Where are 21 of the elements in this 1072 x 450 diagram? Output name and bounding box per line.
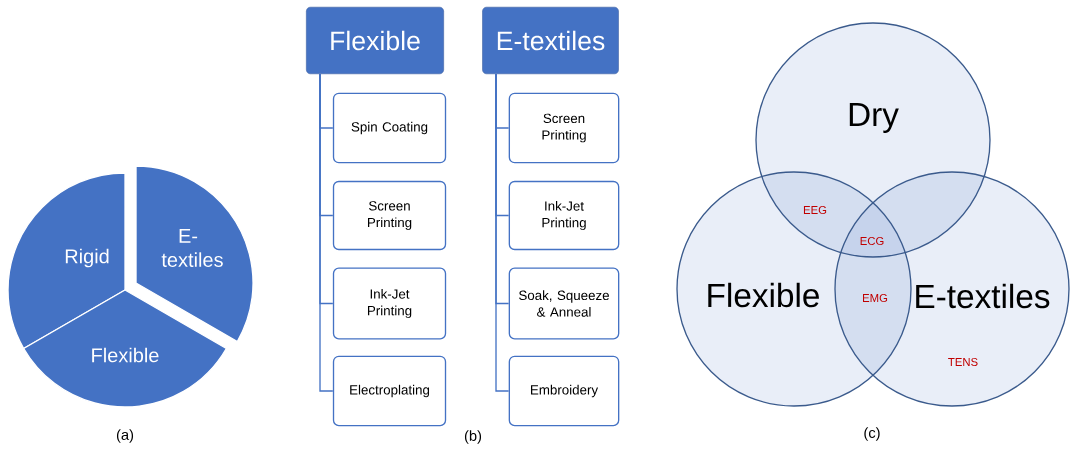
process-box: Screen Printing xyxy=(332,180,447,251)
panel-label: (a) xyxy=(116,429,134,443)
header-box: E-textiles xyxy=(482,6,619,75)
overlap-label: EEG xyxy=(803,206,827,214)
process-box: Spin Coating xyxy=(332,92,447,164)
process-box: Soak, Squeeze & Anneal xyxy=(508,267,620,340)
process-box: Electroplating xyxy=(332,355,447,427)
pie-slice: E-textiles xyxy=(135,165,254,343)
process-box: Screen Printing xyxy=(508,92,620,164)
overlap-label: ECG xyxy=(860,237,884,245)
process-box: Embroidery xyxy=(508,355,620,427)
process-box: Ink-Jet Printing xyxy=(508,180,620,251)
connector-line xyxy=(319,73,334,392)
connector-line xyxy=(495,73,510,392)
panel-label: (b) xyxy=(464,430,482,444)
overlap-label: EMG xyxy=(863,294,888,302)
panel-label: (c) xyxy=(864,427,880,441)
region-label: TENS xyxy=(948,358,978,366)
process-box: Ink-Jet Printing xyxy=(332,267,447,340)
pie-slice: Flexible xyxy=(23,289,227,408)
header-box: Flexible xyxy=(306,6,444,75)
